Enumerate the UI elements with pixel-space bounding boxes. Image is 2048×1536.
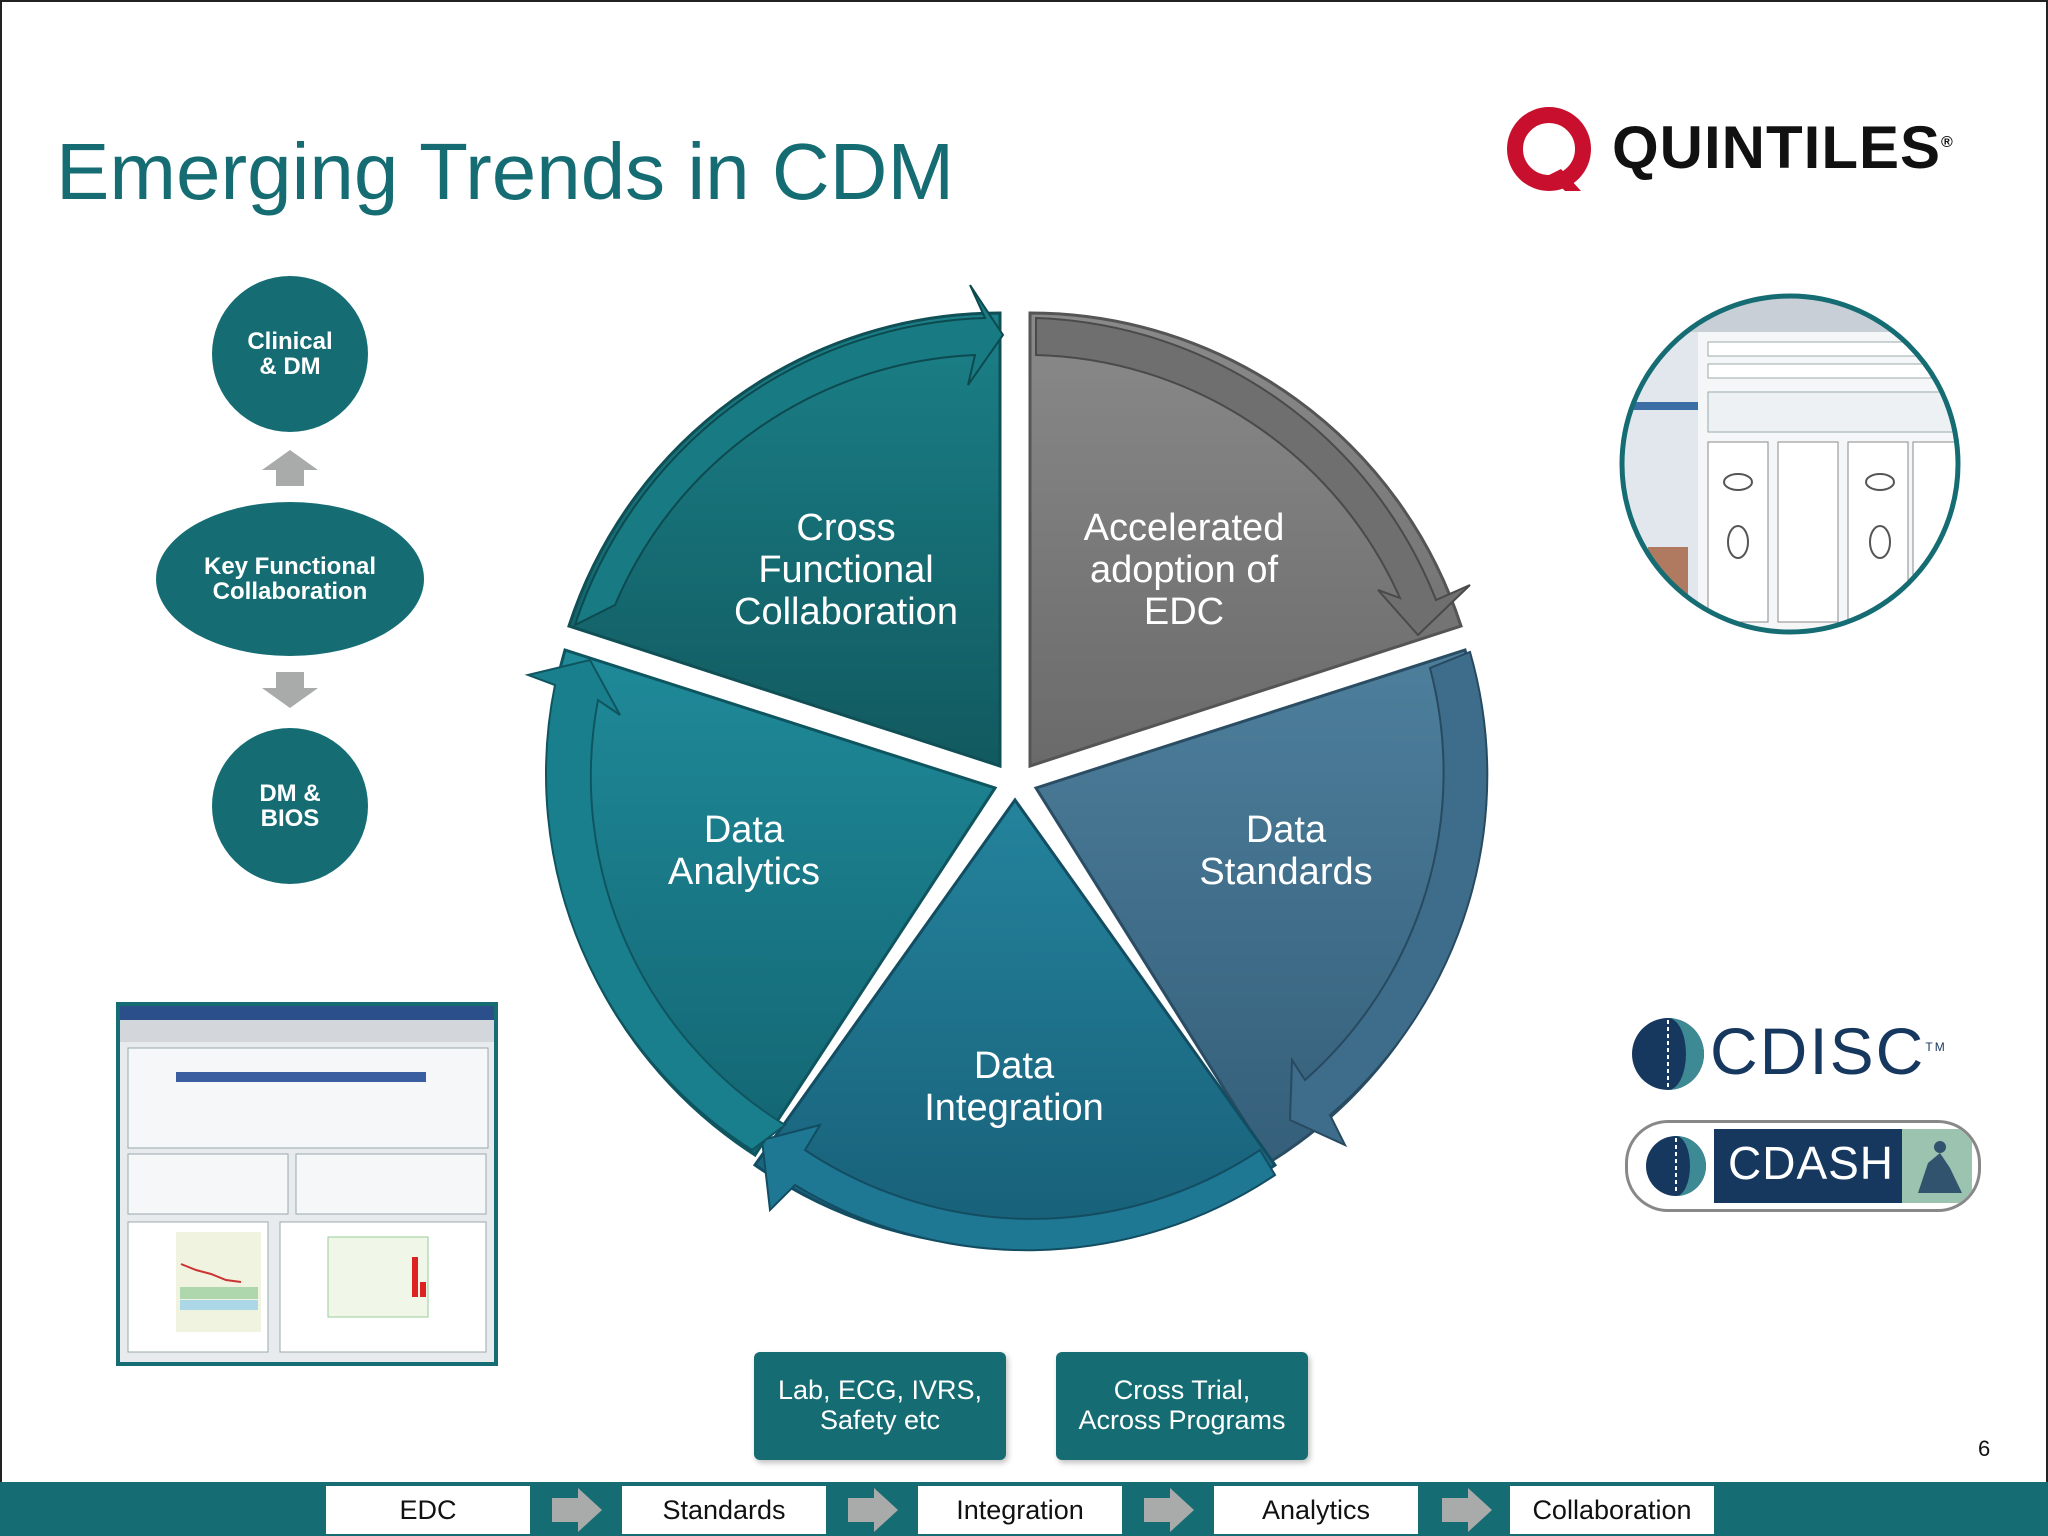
step-collaboration: Collaboration <box>1510 1486 1714 1534</box>
cycle-arrow-cross-functional <box>573 284 1005 627</box>
cycle-label-analytics: Data Analytics <box>667 809 821 893</box>
step-standards: Standards <box>622 1486 826 1534</box>
cycle-arrow-standards <box>1288 650 1489 1148</box>
cycle-arrow-integration <box>760 1123 1277 1252</box>
cycle-label-integration: Data Integration <box>924 1045 1104 1129</box>
cdash-logo-text: CDASH <box>1728 1137 1895 1189</box>
cycle-label-standards: Data Standards <box>1199 809 1373 893</box>
cycle-arrow-edc <box>1035 316 1471 637</box>
key-functional-collaboration-node: Key Functional Collaboration <box>156 502 424 656</box>
step-arrow-icon <box>1442 1488 1492 1532</box>
step-arrow-icon <box>848 1488 898 1532</box>
clinical-dm-node: Clinical & DM <box>212 276 368 432</box>
edc-screenshot-image <box>1619 293 1961 635</box>
down-arrow-icon <box>262 672 318 708</box>
dm-bios-node: DM & BIOS <box>212 728 368 884</box>
cdash-logo <box>1625 1120 1981 1212</box>
cycle-label-edc: Accelerated adoption of EDC <box>1083 507 1285 633</box>
page-number: 6 <box>1978 1436 1991 1461</box>
cdash-badge-art-icon <box>1646 1129 1972 1203</box>
cdisc-logo-text: CDISCTM <box>1710 1014 1947 1088</box>
slide-title: Emerging Trends in CDM <box>56 127 955 216</box>
step-analytics: Analytics <box>1214 1486 1418 1534</box>
box-lab-ecg-ivrs: Lab, ECG, IVRS, Safety etc <box>754 1352 1006 1460</box>
cycle-arrow-analytics <box>524 658 787 1152</box>
up-arrow-icon <box>262 450 318 486</box>
cdisc-logo-icon <box>1632 1018 1704 1090</box>
cycle-label-cross-functional: Cross Functional Collaboration <box>734 507 958 633</box>
box-cross-trial: Cross Trial, Across Programs <box>1056 1352 1308 1460</box>
quintiles-logo-icon <box>1507 107 1591 191</box>
step-arrow-icon <box>1144 1488 1194 1532</box>
quintiles-logo-text: QUINTILES® <box>1612 114 1954 181</box>
step-arrow-icon <box>552 1488 602 1532</box>
step-integration: Integration <box>918 1486 1122 1534</box>
cycle-segment-cross-functional <box>567 311 1002 769</box>
cycle-segment-edc <box>1028 311 1463 769</box>
analytics-screenshot-image <box>116 1002 498 1366</box>
step-edc: EDC <box>326 1486 530 1534</box>
